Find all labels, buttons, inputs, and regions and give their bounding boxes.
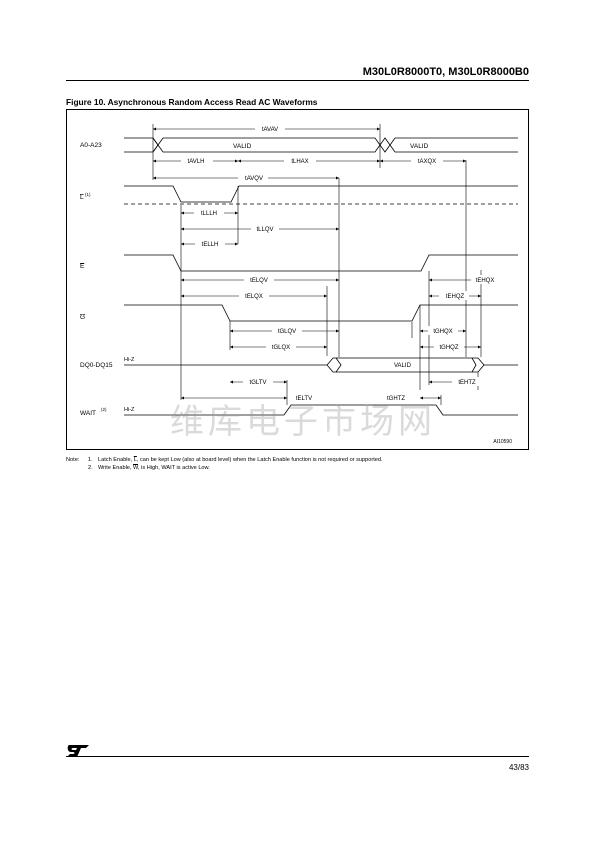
timing-taxqx: tAXQX xyxy=(418,159,436,165)
note-1: Note: 1. Latch Enable, L, can be kept Lo… xyxy=(66,457,383,463)
footer-rule xyxy=(66,756,529,757)
address-bus-waveform xyxy=(124,137,518,153)
page-number: 43/83 xyxy=(508,763,529,772)
latch-waveform xyxy=(124,185,518,203)
data-hiz-label: Hi-Z xyxy=(124,357,135,363)
note-prefix: Note: xyxy=(66,457,80,463)
timing-tghqx: tGHQX xyxy=(433,329,452,335)
signal-label-address: A0-A23 xyxy=(80,142,102,149)
timing-tghqz: tGHQZ xyxy=(440,345,459,351)
address-valid-label-2: VALID xyxy=(410,143,429,150)
timing-teltv: tELTV xyxy=(296,396,312,402)
note-2: 2. Write Enable, W, is High, WAIT is act… xyxy=(88,465,210,471)
timing-tghtz: tGHTZ xyxy=(387,396,405,402)
output-enable-waveform xyxy=(124,304,518,322)
timing-tgltv: tGLTV xyxy=(250,380,267,386)
figure-id: AI10590 xyxy=(493,439,512,445)
figure-frame xyxy=(66,109,529,450)
timing-tehqx: tEHQX xyxy=(476,278,495,284)
timing-tlhax: tLHAX xyxy=(291,159,308,165)
header-rule xyxy=(66,80,529,81)
signal-label-latch: L xyxy=(80,194,84,201)
signal-label-output-enable: G xyxy=(80,314,85,321)
timing-tllqv: tLLQV xyxy=(256,227,273,233)
signal-label-latch-note: (1) xyxy=(85,192,91,197)
timing-tavav: tAVAV xyxy=(262,127,278,133)
wait-hiz-label: Hi-Z xyxy=(124,407,135,413)
document-header-title: M30L0R8000T0, M30L0R8000B0 xyxy=(362,66,529,78)
timing-tehtz: tEHTZ xyxy=(458,380,476,386)
timing-telqv: tELQV xyxy=(250,278,268,284)
timing-tellh: tELLH xyxy=(202,242,219,248)
data-bus-waveform xyxy=(124,357,518,373)
signal-label-chip-enable: E xyxy=(80,263,85,270)
signal-label-data: DQ0-DQ15 xyxy=(80,362,113,369)
timing-tglqx: tGLQX xyxy=(272,345,290,351)
timing-telqx: tELQX xyxy=(245,294,263,300)
signal-label-wait-note: (2) xyxy=(101,407,107,412)
figure-caption: Figure 10. Asynchronous Random Access Re… xyxy=(66,97,318,107)
data-valid-label: VALID xyxy=(394,363,412,369)
st-logo-icon xyxy=(67,745,89,757)
timing-tlllh: tLLLH xyxy=(201,211,217,217)
signal-label-wait: WAIT xyxy=(80,410,96,417)
address-valid-label: VALID xyxy=(233,143,252,150)
figure-notes: Note: 1. Latch Enable, L, can be kept Lo… xyxy=(66,456,383,472)
timing-tavlh: tAVLH xyxy=(188,159,205,165)
chip-enable-waveform xyxy=(124,254,518,272)
timing-tehqz: tEHQZ xyxy=(446,294,465,300)
timing-tavqv: tAVQV xyxy=(245,176,263,182)
watermark-text: 维库电子市场网 xyxy=(170,402,436,442)
wait-waveform xyxy=(124,404,518,416)
timing-tglqv: tGLQV xyxy=(278,329,296,335)
